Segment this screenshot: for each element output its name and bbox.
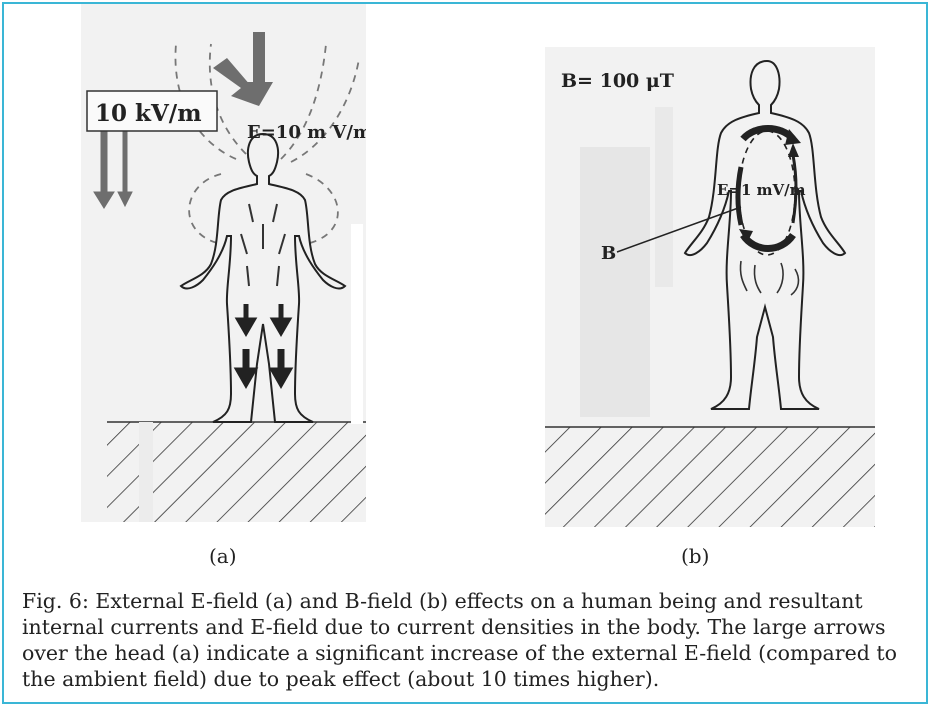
scan-strip-gap [139, 422, 153, 522]
figure-b-panel: B= 100 μT E=1 mV/m B [545, 47, 875, 527]
figure-a-panel: 10 kV/m E=10 m V/m [81, 4, 366, 522]
figure-caption: Fig. 6: External E-field (a) and B-field… [22, 588, 912, 692]
background-shape [580, 147, 650, 417]
b-field-label: B= 100 μT [561, 70, 674, 92]
body-outline-a [181, 134, 345, 422]
figure-b-drawing: B= 100 μT E=1 mV/m B [545, 47, 875, 527]
internal-current-arrows-legs [238, 304, 289, 384]
body-outline-b [685, 61, 845, 409]
peak-effect-arrows [213, 32, 273, 106]
external-field-arrows [94, 119, 132, 208]
b-pointer-label: B [601, 243, 616, 264]
scan-strip [351, 224, 363, 424]
internal-current-arrows-small [241, 204, 285, 286]
figure-a-drawing: 10 kV/m E=10 m V/m [81, 4, 366, 522]
field-lines [175, 44, 359, 244]
background-shape [655, 107, 673, 287]
lower-body-current-lines [740, 261, 798, 295]
panel-label-a: (a) [209, 544, 237, 568]
internal-field-label-b: E=1 mV/m [717, 181, 806, 199]
field-value-label: 10 kV/m [95, 100, 202, 127]
ground-hatching [545, 427, 875, 527]
panel-label-b: (b) [681, 544, 709, 568]
internal-field-label: E=10 m V/m [247, 122, 366, 143]
